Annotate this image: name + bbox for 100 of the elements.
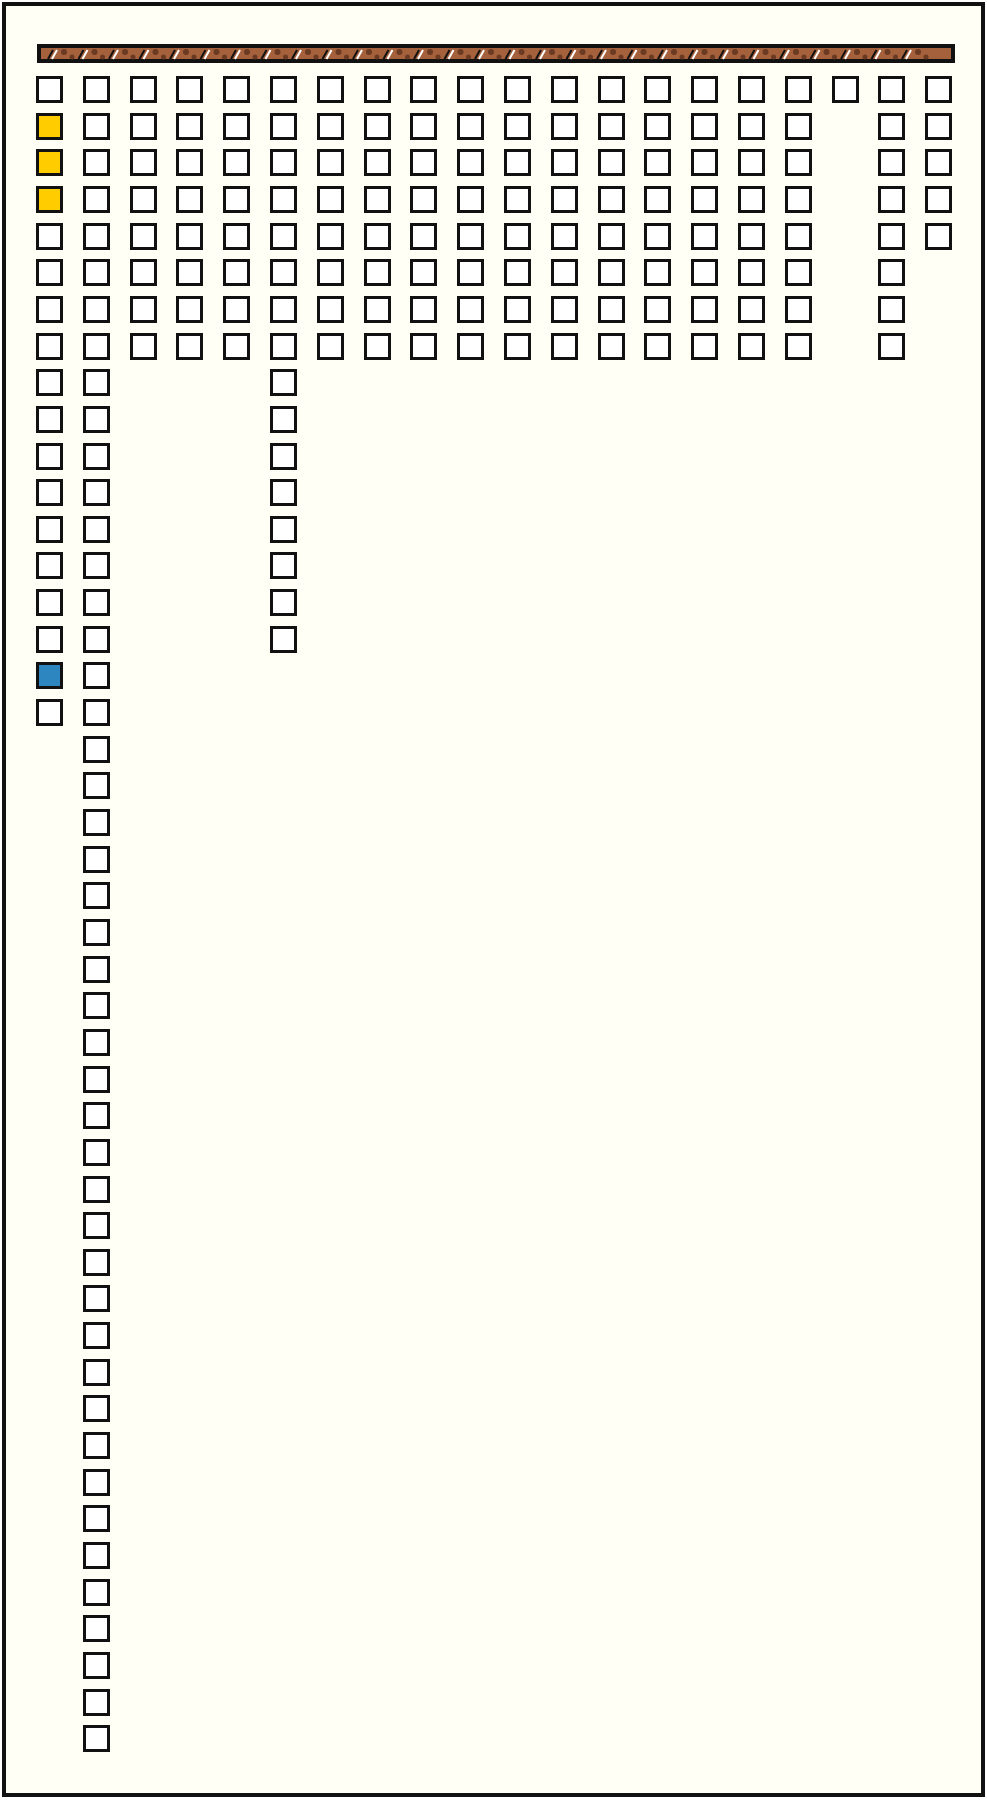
box <box>363 259 391 287</box>
box <box>223 112 251 140</box>
box <box>925 149 953 177</box>
box <box>410 222 438 250</box>
box <box>457 295 485 323</box>
box <box>504 332 531 360</box>
box <box>82 1615 110 1643</box>
box <box>223 76 251 103</box>
box <box>644 222 672 250</box>
box <box>410 112 438 140</box>
box <box>363 76 391 103</box>
box <box>223 222 251 250</box>
box <box>597 149 625 177</box>
box <box>550 76 578 103</box>
box <box>504 259 531 287</box>
box <box>82 1505 110 1533</box>
box <box>36 149 63 177</box>
box <box>270 295 297 323</box>
box <box>691 295 719 323</box>
box <box>270 442 297 470</box>
box <box>878 259 906 287</box>
box <box>82 772 110 800</box>
box <box>223 295 251 323</box>
box <box>82 882 110 910</box>
box <box>82 1432 110 1460</box>
box <box>223 149 251 177</box>
box <box>644 76 672 103</box>
box <box>457 185 485 213</box>
box <box>410 295 438 323</box>
box <box>691 222 719 250</box>
box <box>36 662 63 690</box>
box <box>878 112 906 140</box>
box <box>82 992 110 1020</box>
box <box>223 185 251 213</box>
box <box>410 332 438 360</box>
box <box>270 185 297 213</box>
box <box>504 295 531 323</box>
box <box>176 295 204 323</box>
box <box>270 589 297 617</box>
box <box>878 332 906 360</box>
box <box>878 76 906 103</box>
box <box>82 149 110 177</box>
box <box>36 76 63 103</box>
box <box>878 295 906 323</box>
box <box>36 552 63 580</box>
box <box>176 149 204 177</box>
box <box>457 149 485 177</box>
box <box>82 662 110 690</box>
box <box>270 369 297 397</box>
box <box>270 515 297 543</box>
box <box>363 149 391 177</box>
box <box>644 259 672 287</box>
box <box>691 112 719 140</box>
box <box>457 112 485 140</box>
box <box>82 1102 110 1130</box>
box <box>644 149 672 177</box>
box <box>36 442 63 470</box>
box <box>270 259 297 287</box>
box <box>129 76 157 103</box>
box <box>504 112 531 140</box>
box <box>176 259 204 287</box>
box <box>223 332 251 360</box>
box <box>597 76 625 103</box>
box <box>270 552 297 580</box>
box <box>176 332 204 360</box>
box <box>691 76 719 103</box>
box <box>738 112 765 140</box>
box <box>831 76 859 103</box>
box <box>82 589 110 617</box>
box <box>457 332 485 360</box>
box <box>457 76 485 103</box>
box <box>82 699 110 727</box>
box <box>925 76 953 103</box>
box <box>925 222 953 250</box>
box <box>82 809 110 836</box>
box <box>36 589 63 617</box>
box <box>270 149 297 177</box>
box <box>504 76 531 103</box>
box <box>270 479 297 507</box>
box <box>738 295 765 323</box>
box <box>82 76 110 103</box>
box <box>270 222 297 250</box>
box <box>36 332 63 360</box>
box <box>82 1285 110 1313</box>
box <box>82 552 110 580</box>
box <box>644 185 672 213</box>
box <box>36 479 63 507</box>
box <box>550 149 578 177</box>
box <box>82 369 110 397</box>
box <box>176 112 204 140</box>
box <box>691 332 719 360</box>
box <box>550 259 578 287</box>
box <box>504 222 531 250</box>
box <box>129 259 157 287</box>
box <box>36 699 63 727</box>
box <box>738 332 765 360</box>
box <box>504 149 531 177</box>
box <box>36 295 63 323</box>
box <box>36 222 63 250</box>
box <box>691 149 719 177</box>
